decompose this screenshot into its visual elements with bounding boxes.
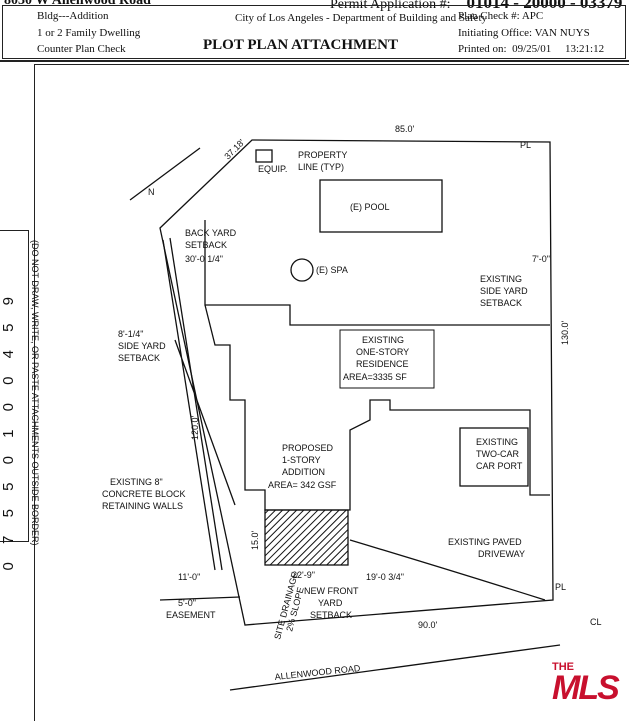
permit-number: 01014 - 20000 - 03379	[466, 0, 623, 12]
side-right-3: SETBACK	[480, 298, 522, 308]
pool-label: (E) POOL	[350, 202, 390, 212]
addition-2: 1-STORY	[282, 455, 321, 465]
front-setback-2: YARD	[318, 598, 343, 608]
road-name: ALLENWOOD ROAD	[274, 663, 361, 682]
north-label: N	[148, 187, 155, 197]
equip-label: EQUIP.	[258, 164, 287, 174]
driveway-1: EXISTING PAVED	[448, 537, 522, 547]
addition-4: AREA= 342 GSF	[268, 480, 337, 490]
easement-1: 5'-0"	[178, 598, 196, 608]
back-setback-3: 30'-0 1/4"	[185, 254, 223, 264]
carport-1: EXISTING	[476, 437, 518, 447]
side-left-1: 8'-1/4"	[118, 329, 143, 339]
form-header: Bldg---Addition 1 or 2 Family Dwelling C…	[2, 5, 626, 59]
road-line	[159, 596, 561, 691]
cl-label: CL	[590, 617, 602, 627]
side-right-2: SIDE YARD	[480, 286, 528, 296]
dim-11: 11'-0"	[178, 572, 200, 582]
printed-on: Printed on: 09/25/01 13:21:12	[458, 43, 604, 55]
carport-2: TWO-CAR	[476, 449, 519, 459]
dim-right: 130.0'	[560, 320, 570, 345]
addition-1: PROPOSED	[282, 443, 334, 453]
walls-1: EXISTING 8"	[110, 477, 163, 487]
side-left-2: SIDE YARD	[118, 341, 166, 351]
side-right-1: EXISTING	[480, 274, 522, 284]
residence-1: EXISTING	[362, 335, 404, 345]
dim-19: 19'-0 3/4"	[366, 572, 404, 582]
header-check: Counter Plan Check	[37, 43, 126, 55]
walls-2: CONCRETE BLOCK	[102, 489, 186, 499]
back-setback-1: BACK YARD	[185, 228, 237, 238]
pl-bottom: PL	[555, 582, 566, 592]
dim-15: 15.0'	[250, 530, 260, 550]
document-title: PLOT PLAN ATTACHMENT	[203, 37, 399, 53]
plan-check-number: Plan Check #: APC	[458, 10, 544, 22]
carport-3: CAR PORT	[476, 461, 523, 471]
building-outline	[204, 220, 550, 511]
dim-side-right: 7'-0"	[532, 254, 550, 264]
retaining-walls	[162, 237, 236, 571]
residence-4: AREA=3335 SF	[343, 372, 407, 382]
logo-the: THE	[552, 661, 574, 673]
margin-box	[0, 230, 29, 542]
addition-3: ADDITION	[282, 467, 325, 477]
header-dwelling: 1 or 2 Family Dwelling	[37, 27, 141, 39]
driveway-curve	[349, 539, 546, 601]
front-setback-1: NEW FRONT	[304, 586, 359, 596]
dim-bottom: 90.0'	[418, 620, 438, 630]
dim-top: 85.0'	[395, 124, 415, 134]
spa-label: (E) SPA	[316, 265, 348, 275]
drawing-border	[34, 64, 629, 721]
initiating-office: Initiating Office: VAN NUYS	[458, 27, 590, 39]
walls-3: RETAINING WALLS	[102, 501, 183, 511]
north-arrow	[129, 147, 201, 201]
header-type: Bldg---Addition	[37, 10, 109, 22]
back-setback-2: SETBACK	[185, 240, 227, 250]
dim-22: 22'-9"	[292, 570, 315, 580]
carport-outline	[459, 427, 529, 487]
permit-info: Permit Application #: 01014 - 20000 - 033…	[330, 0, 622, 13]
residence-3: RESIDENCE	[356, 359, 409, 369]
driveway-2: DRIVEWAY	[478, 549, 525, 559]
divider	[0, 60, 629, 62]
equip-outline	[255, 149, 273, 163]
property-line-1: PROPERTY	[298, 150, 347, 160]
dim-left: 120.0'	[190, 415, 200, 440]
printed-time: 13:21:12	[564, 43, 605, 55]
pool-outline	[319, 179, 443, 233]
pl-top: PL	[520, 140, 531, 150]
front-setback-3: SETBACK	[310, 610, 352, 620]
permit-label: Permit Application #:	[330, 0, 451, 12]
easement-2: EASEMENT	[166, 610, 216, 620]
agency-name: City of Los Angeles - Department of Buil…	[235, 12, 488, 24]
property-boundary	[159, 139, 554, 626]
side-left-3: SETBACK	[118, 353, 160, 363]
addition-outline	[264, 509, 349, 566]
printed-label: Printed on:	[458, 43, 507, 55]
residence-2: ONE-STORY	[356, 347, 409, 357]
property-line-2: LINE (TYP)	[298, 162, 344, 172]
spa-outline	[290, 258, 314, 282]
property-address: 8030 W Allenwood Road	[4, 0, 151, 8]
logo-mls: MLS	[552, 669, 620, 707]
printed-date: 09/25/01	[512, 43, 552, 55]
